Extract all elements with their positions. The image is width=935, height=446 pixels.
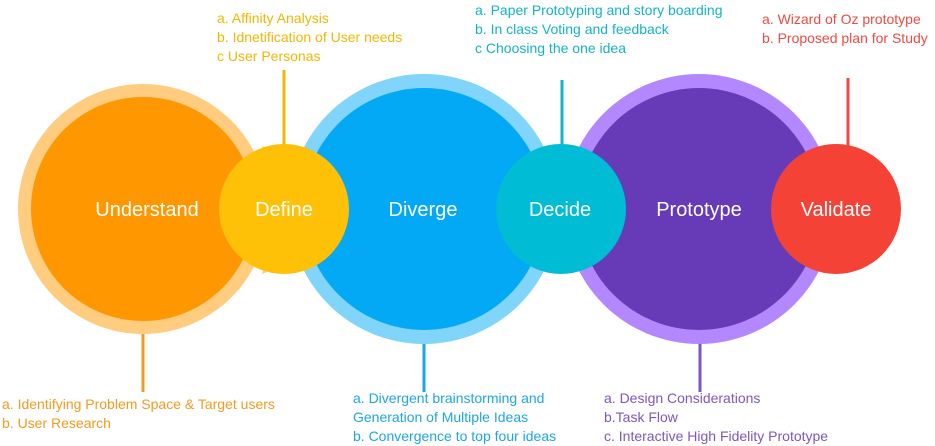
understand-notes: a. Identifying Problem Space & Target us… [2,395,275,433]
diverge-note-a: a. Divergent brainstorming and [353,390,545,406]
validate-circle [771,144,901,274]
prototype-note-b: b.Task Flow [604,409,678,425]
diverge-circle [303,88,545,330]
define-notes: a. Affinity Analysis b. Idnetification o… [217,9,402,66]
understand-note-b: b. User Research [2,415,111,431]
decide-circle [496,144,626,274]
prototype-note-a: a. Design Considerations [604,390,761,406]
define-note-b: b. Idnetification of User needs [217,29,403,45]
define-note-c: c User Personas [217,48,321,64]
diverge-note-b: b. Convergence to top four ideas [353,428,557,444]
decide-notes: a. Paper Prototyping and story boarding … [475,1,723,58]
decide-note-a: a. Paper Prototyping and story boarding [475,2,723,18]
diverge-notes: a. Divergent brainstorming and Generatio… [353,389,556,446]
define-note-a: a. Affinity Analysis [217,10,329,26]
understand-note-a: a. Identifying Problem Space & Target us… [2,396,275,412]
prototype-label: Prototype [656,199,742,221]
validate-notes: a. Wizard of Oz prototype b. Proposed pl… [762,10,928,48]
prototype-circle [578,88,820,330]
diverge-label: Diverge [389,199,458,221]
define-label: Define [255,199,313,221]
validate-note-b: b. Proposed plan for Study [762,30,928,46]
understand-circle [31,97,255,321]
decide-note-c: c Choosing the one idea [475,40,626,56]
understand-label: Understand [95,199,198,221]
decide-label: Decide [529,199,591,221]
prototype-note-c: c. Interactive High Fidelity Prototype [604,428,829,444]
diverge-note-a-cont: Generation of Multiple Ideas [353,409,529,425]
decide-note-b: b. In class Voting and feedback [475,21,669,37]
validate-note-a: a. Wizard of Oz prototype [762,11,921,27]
define-circle [219,144,349,274]
prototype-notes: a. Design Considerations b.Task Flow c. … [604,389,828,446]
validate-label: Validate [801,199,872,221]
